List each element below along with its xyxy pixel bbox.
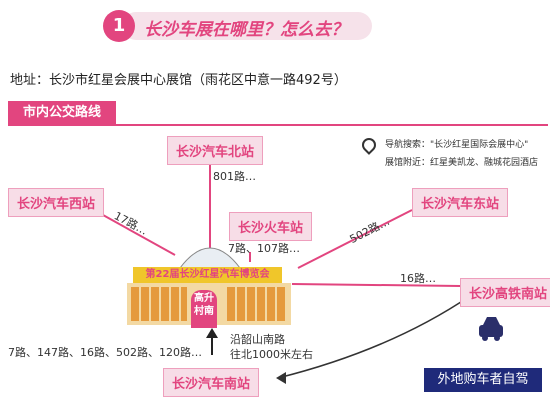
route-south: 7路、147路、16路、502路、120路… [8,346,202,359]
page-title: 长沙车展在哪里？怎么去？ [144,20,348,40]
expo-dome [178,247,242,269]
east-line [297,209,413,269]
route-hsr-south: 16路… [400,272,436,285]
hsr-line [291,283,461,287]
address-text: 地址：长沙市红星会展中心展馆（雨花区中意一路492号） [10,73,347,88]
walk-direction-1: 沿韶山南路 [230,333,285,346]
expo-banner: 第22届长沙红星汽车博览会 [133,267,282,283]
section-divider [8,124,548,126]
self-drive-caption: 外地购车者自驾 [424,368,542,392]
drive-arrow [277,295,471,379]
nav-search-text: 导航搜索："长沙红星国际会展中心" [385,140,529,150]
station-hsr-south: 长沙高铁南站 [460,278,550,307]
station-north: 长沙汽车北站 [167,136,264,165]
station-west: 长沙汽车西站 [8,188,105,217]
section-title: 市内公交路线 [8,101,116,125]
step-badge: 1 [103,10,135,42]
station-train: 长沙火车站 [229,212,313,241]
nav-nearby-text: 展馆附近：红星美凯龙、融城花园酒店 [385,158,539,168]
station-south: 长沙汽车南站 [163,368,260,397]
walk-direction-2: 往北1000米左右 [230,348,313,361]
expo-gate-label: 高升村南 [191,290,217,328]
station-east: 长沙汽车东站 [412,188,509,217]
route-train: 7路、107路… [228,242,300,255]
route-north: 801路… [213,170,256,183]
car-icon [479,317,503,341]
